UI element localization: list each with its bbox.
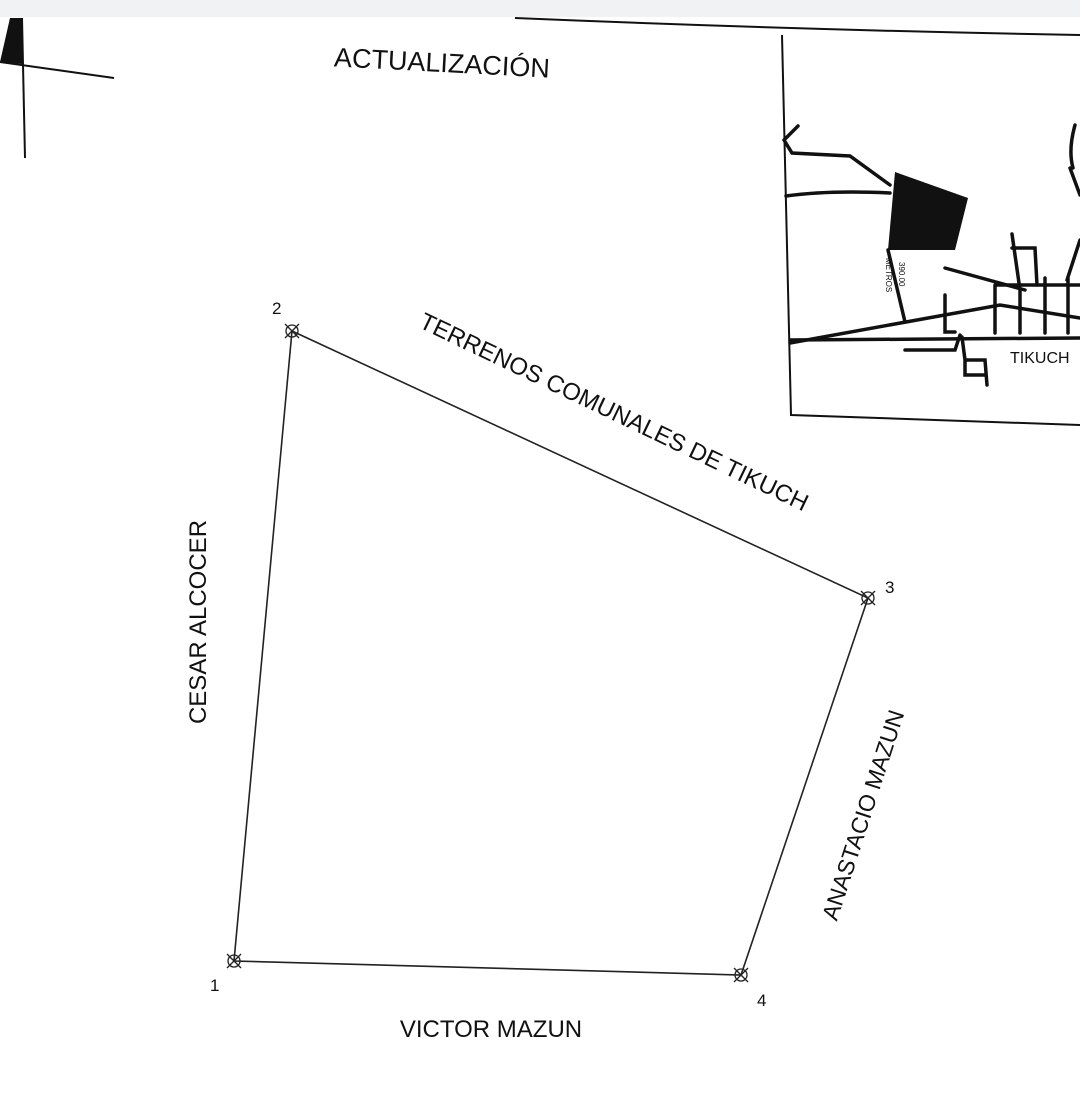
boundary-south-label: VICTOR MAZUN bbox=[400, 1016, 582, 1043]
vertex-markers bbox=[226, 323, 876, 983]
vertex-label-1: 1 bbox=[210, 976, 219, 995]
boundary-west-label: CESAR ALCOCER bbox=[185, 520, 212, 724]
top-bar bbox=[0, 0, 1080, 17]
vertex-marker-1 bbox=[226, 953, 242, 969]
vertex-label-2: 2 bbox=[272, 299, 281, 318]
frame-line bbox=[514, 17, 1080, 36]
boundary-east-label: ANASTACIO MAZUN bbox=[817, 707, 910, 924]
town-label: TIKUCH bbox=[1010, 350, 1070, 367]
vertex-marker-2 bbox=[284, 323, 300, 339]
distance-unit: METROS bbox=[884, 258, 893, 292]
parcel-location-marker bbox=[888, 172, 968, 250]
location-map: 390.00 METROS TIKUCH bbox=[781, 34, 1080, 426]
title: ACTUALIZACIÓN bbox=[333, 41, 550, 83]
parcel-polygon bbox=[233, 329, 869, 976]
vertex-label-3: 3 bbox=[885, 578, 894, 597]
vertex-label-4: 4 bbox=[757, 991, 766, 1010]
north-arrow-fragment bbox=[0, 17, 115, 159]
vertex-marker-4 bbox=[733, 967, 749, 983]
vertex-marker-3 bbox=[860, 590, 876, 606]
boundary-north-label: TERRENOS COMUNALES DE TIKUCH bbox=[415, 308, 812, 517]
distance-value: 390.00 bbox=[897, 262, 906, 287]
road-network bbox=[782, 123, 1080, 387]
